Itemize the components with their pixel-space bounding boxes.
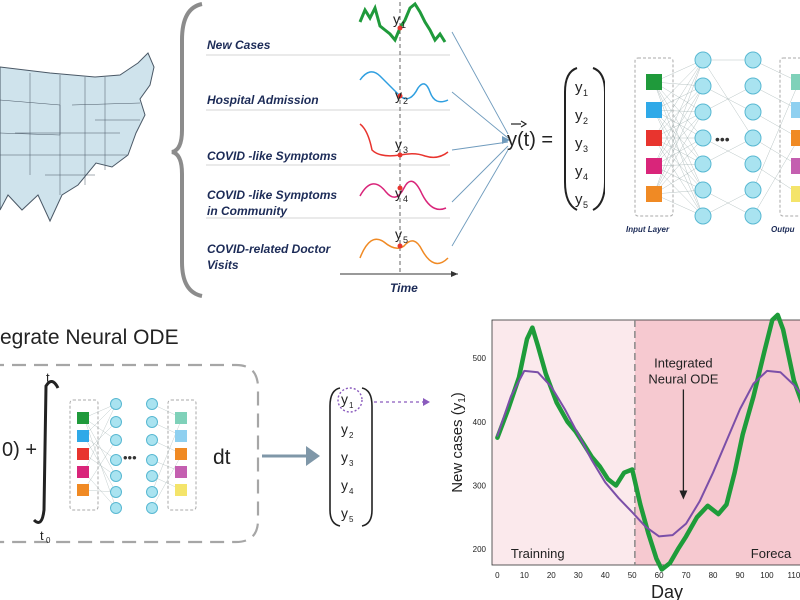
- signal-curve-community: [359, 180, 447, 211]
- signal-y5-sub: 5: [403, 235, 408, 245]
- forecast-region: [634, 320, 800, 565]
- ode-network-ellipsis: •••: [123, 450, 137, 465]
- x-tick-label: 90: [736, 571, 745, 580]
- x-tick-label: 10: [520, 571, 529, 580]
- y-axis-label: New cases (y1): [449, 392, 468, 493]
- region-label-training: Trainning: [511, 546, 565, 561]
- y-tick-label: 300: [473, 481, 487, 490]
- svg-text:3: 3: [583, 144, 588, 154]
- network-edges: [653, 59, 800, 217]
- vector-entry-3: y: [575, 135, 583, 152]
- svg-text:1: 1: [349, 401, 354, 410]
- output-layer-label: Outpu: [771, 225, 795, 234]
- signal-curve-doctor: [359, 238, 449, 265]
- integral-lower-limit: t: [40, 528, 44, 543]
- network-ellipsis: •••: [715, 131, 730, 147]
- signal-y1-sub: 1: [401, 20, 406, 30]
- signal-curve-new-cases: [358, 1, 447, 43]
- output-nodes: [791, 74, 800, 202]
- svg-text:1: 1: [583, 88, 588, 98]
- annotation-line-1: Integrated: [654, 355, 713, 370]
- ode-panel: 0) + t t 0 dt ••• y: [0, 363, 430, 545]
- signal-y3-sub: 3: [403, 145, 408, 155]
- us-map: [0, 52, 155, 223]
- y-tick-label: 200: [473, 545, 487, 554]
- svg-text:5: 5: [349, 515, 354, 524]
- training-region: [492, 320, 635, 565]
- x-tick-label: 100: [760, 571, 774, 580]
- x-tick-label: 0: [495, 571, 500, 580]
- svg-text:2: 2: [349, 431, 354, 440]
- x-tick-label: 70: [682, 571, 691, 580]
- signal-label-hospital: Hospital Admission: [207, 93, 319, 107]
- x-tick-label: 30: [574, 571, 583, 580]
- x-axis-label: Day: [651, 582, 683, 600]
- ode-vector-entry-3: y: [341, 449, 348, 465]
- x-tick-label: 40: [601, 571, 610, 580]
- vector-entry-2: y: [575, 107, 583, 124]
- svg-text:4: 4: [349, 487, 354, 496]
- signal-label-doctor-1: COVID-related Doctor: [207, 242, 332, 256]
- signal-arrows: [451, 31, 510, 247]
- ode-network: •••: [69, 398, 197, 514]
- hidden-layer-1: [694, 51, 712, 225]
- signal-label-covid-symptoms: COVID -like Symptoms: [207, 149, 337, 163]
- ode-vector-entry-1: y: [341, 391, 348, 407]
- hidden-layer-2: [744, 51, 762, 225]
- signal-y4-symbol: y: [395, 185, 402, 201]
- time-label: Time: [390, 281, 418, 295]
- x-tick-label: 20: [547, 571, 556, 580]
- integral-lower-sub: 0: [46, 536, 51, 545]
- neural-network-top: ••• Input Layer Outpu: [626, 51, 800, 234]
- integral-sign: [32, 380, 60, 524]
- vector-lhs: y(t) =: [507, 129, 553, 151]
- signal-y2-sub: 2: [403, 96, 408, 106]
- x-tick-label: 80: [709, 571, 718, 580]
- signal-label-community-2: in Community: [207, 204, 288, 218]
- plot-frame: [491, 319, 800, 566]
- svg-text:4: 4: [583, 172, 588, 182]
- vector-entry-4: y: [575, 163, 583, 180]
- state-vector-top: y(t) = y 1 y 2 y 3 y 4 y 5: [507, 67, 605, 211]
- integral-upper-limit: t: [46, 370, 50, 385]
- state-borders: [0, 73, 141, 195]
- signals-panel: New Cases Hospital Admission COVID -like…: [206, 1, 458, 295]
- x-tick-label: 60: [655, 571, 664, 580]
- signal-curve-hospital: [359, 71, 449, 103]
- us-map-shape: [0, 52, 155, 223]
- signal-y5-symbol: y: [395, 226, 402, 242]
- highlight-y1: [337, 387, 363, 413]
- y-tick-label: 500: [473, 354, 487, 363]
- vector-entry-1: y: [575, 79, 583, 96]
- input-layer-label: Input Layer: [626, 225, 670, 234]
- svg-text:2: 2: [583, 116, 588, 126]
- annotation-arrowhead: [679, 490, 688, 500]
- input-nodes: [646, 74, 662, 202]
- vector-entry-5: y: [575, 191, 583, 208]
- y-tick-label: 400: [473, 418, 487, 427]
- series-fitted-line: [496, 369, 800, 538]
- ode-title: egrate Neural ODE: [0, 326, 179, 349]
- series-observed-line: [495, 312, 800, 572]
- x-tick-label: 50: [628, 571, 637, 580]
- x-tick-label: 110: [788, 571, 800, 580]
- ode-vector-entry-2: y: [341, 421, 348, 437]
- svg-text:3: 3: [349, 459, 354, 468]
- ode-vector-entry-4: y: [341, 477, 348, 493]
- region-label-forecast: Foreca: [751, 546, 792, 561]
- signal-y1-symbol: y: [393, 11, 400, 27]
- signal-label-doctor-2: Visits: [207, 258, 239, 272]
- signal-y3-symbol: y: [395, 136, 402, 152]
- brace: [171, 2, 203, 298]
- signal-label-community-1: COVID -like Symptoms: [207, 188, 337, 202]
- dt-label: dt: [213, 446, 231, 469]
- signal-y2-symbol: y: [395, 87, 402, 103]
- signal-label-new-cases: New Cases: [207, 38, 271, 52]
- ode-lhs: 0) +: [2, 439, 37, 461]
- signal-y4-sub: 4: [403, 194, 408, 204]
- forecast-chart: 0 10 20 30 40 50 60 70 80 90 100 110 200 300 400 500 T…: [449, 312, 800, 600]
- annotation-line-2: Neural ODE: [648, 371, 718, 386]
- svg-text:5: 5: [583, 200, 588, 210]
- ode-vector-entry-5: y: [341, 505, 348, 521]
